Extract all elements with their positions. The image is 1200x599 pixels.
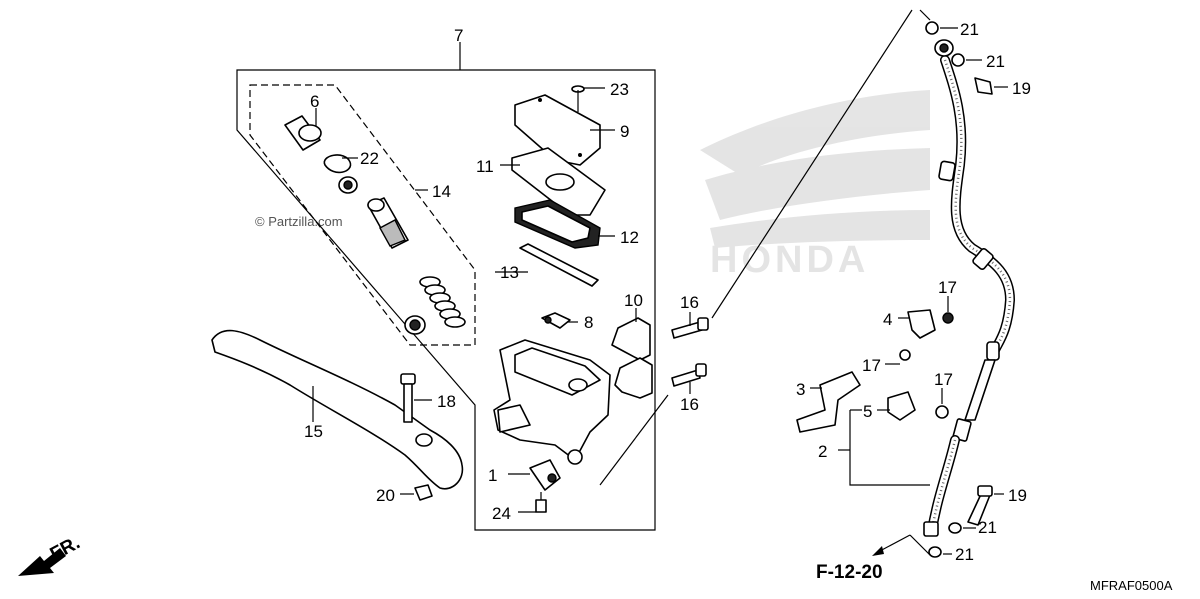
callout-22: 22 bbox=[360, 149, 379, 168]
part-24-screw bbox=[518, 492, 547, 513]
callout-1: 1 bbox=[488, 466, 497, 485]
ref-code: F-12-20 bbox=[816, 562, 883, 583]
callout-19-lower: 19 bbox=[1008, 486, 1027, 505]
brake-hose bbox=[923, 55, 1016, 537]
part-20-nut bbox=[400, 484, 433, 501]
part-22-circlip bbox=[323, 154, 358, 174]
callout-11: 11 bbox=[476, 157, 494, 176]
callout-14: 14 bbox=[432, 182, 451, 201]
callout-3: 3 bbox=[796, 380, 805, 399]
callout-21-second: 21 bbox=[986, 52, 1005, 71]
callout-20: 20 bbox=[376, 486, 395, 505]
part-13-gasket bbox=[495, 243, 599, 287]
callout-4: 4 bbox=[883, 310, 892, 329]
part-6-boot bbox=[284, 108, 322, 151]
callout-17-lower: 17 bbox=[934, 370, 953, 389]
part-23-screw bbox=[571, 85, 605, 112]
leader-line-lower bbox=[599, 394, 669, 486]
part-18-pivot-bolt bbox=[400, 373, 432, 423]
callout-17-upper: 17 bbox=[938, 278, 957, 297]
callout-7: 7 bbox=[454, 26, 463, 45]
part-10-holder bbox=[611, 308, 653, 399]
callout-16-lower: 16 bbox=[680, 395, 699, 414]
part-1-switch bbox=[508, 459, 561, 491]
master-cylinder-body bbox=[493, 339, 611, 465]
part-16-bolts bbox=[671, 312, 709, 394]
part-8-clip bbox=[541, 312, 578, 329]
banjo-fittings-bottom bbox=[928, 485, 1004, 558]
callout-21-top: 21 bbox=[960, 20, 979, 39]
part-11-plate bbox=[500, 147, 606, 216]
callout-23: 23 bbox=[610, 80, 629, 99]
part-12-diaphragm bbox=[514, 199, 615, 249]
banjo-fittings-top bbox=[925, 21, 1008, 95]
assembly-7-outline bbox=[236, 42, 656, 531]
callout-5: 5 bbox=[863, 402, 872, 421]
part-9-reservoir-cap bbox=[514, 94, 615, 166]
callout-21-bottom: 21 bbox=[955, 545, 974, 564]
callout-8: 8 bbox=[584, 313, 593, 332]
callout-12: 12 bbox=[620, 228, 639, 247]
watermark-text: © Partzilla.com bbox=[255, 214, 343, 229]
callout-6: 6 bbox=[310, 92, 319, 111]
hose-brackets bbox=[796, 296, 954, 486]
diagram-code: MFRAF0500A bbox=[1090, 578, 1173, 593]
piston-assembly bbox=[338, 176, 466, 335]
callout-24: 24 bbox=[492, 504, 511, 523]
leader-line-upper bbox=[711, 9, 913, 319]
part-15-brake-lever bbox=[211, 329, 464, 490]
honda-wing-logo: HONDA bbox=[700, 90, 930, 281]
callout-21-third: 21 bbox=[978, 518, 997, 537]
ref-arrow bbox=[872, 534, 931, 556]
callout-13: 13 bbox=[500, 263, 519, 282]
piston-kit-14-outline bbox=[249, 84, 476, 346]
front-arrow-icon: FR. bbox=[18, 532, 84, 576]
callout-2: 2 bbox=[818, 442, 827, 461]
callout-15: 15 bbox=[304, 422, 323, 441]
callout-10: 10 bbox=[624, 291, 643, 310]
callout-18: 18 bbox=[437, 392, 456, 411]
callout-16-upper: 16 bbox=[680, 293, 699, 312]
callout-9: 9 bbox=[620, 122, 629, 141]
leader-line-top bbox=[919, 9, 931, 21]
callout-17-middle: 17 bbox=[862, 356, 881, 375]
honda-logo-text: HONDA bbox=[710, 239, 869, 281]
callout-19-upper: 19 bbox=[1012, 79, 1031, 98]
